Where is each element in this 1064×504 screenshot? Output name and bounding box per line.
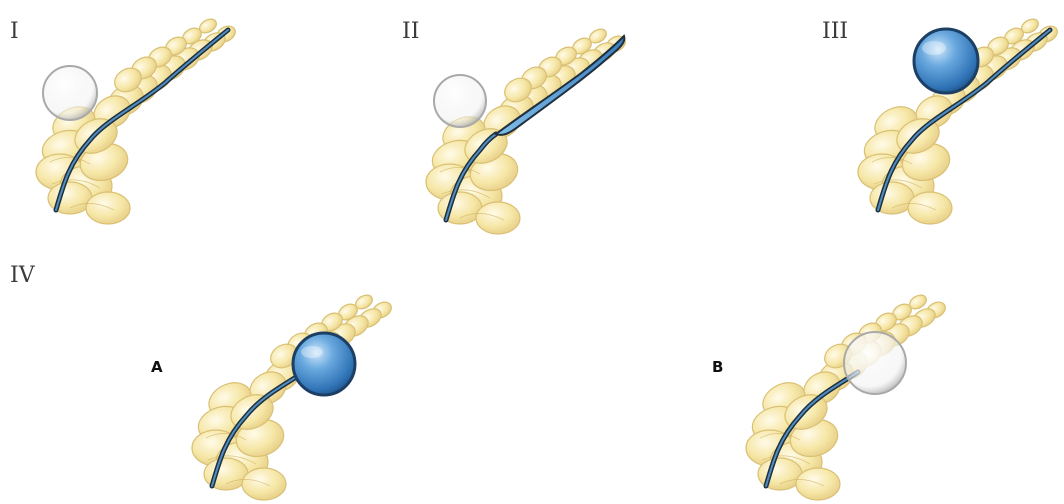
filled-cyst-sphere-icon xyxy=(293,333,355,395)
clear-cyst-sphere-icon xyxy=(43,66,97,120)
pancreas-illustration-icon xyxy=(746,292,948,500)
panel-4a-label: A xyxy=(151,358,163,376)
filled-cyst-sphere-icon xyxy=(914,29,978,93)
panel-4a: A xyxy=(151,292,394,500)
panel-4: IV A B xyxy=(10,263,948,500)
panel-1: I xyxy=(10,16,238,224)
clear-cyst-sphere-icon xyxy=(844,332,906,394)
pancreas-illustration-icon xyxy=(426,26,628,234)
pancreas-illustration-icon xyxy=(192,292,394,500)
clear-cyst-sphere-icon xyxy=(434,75,486,127)
panel-3-label: III xyxy=(822,19,848,44)
panel-4b: B xyxy=(712,292,948,500)
panel-2: II xyxy=(402,19,628,234)
panel-4-label: IV xyxy=(10,263,36,288)
panel-1-label: I xyxy=(10,19,19,44)
panel-4b-label: B xyxy=(712,358,723,376)
panel-3: III xyxy=(822,16,1060,224)
panel-2-label: II xyxy=(402,19,419,44)
